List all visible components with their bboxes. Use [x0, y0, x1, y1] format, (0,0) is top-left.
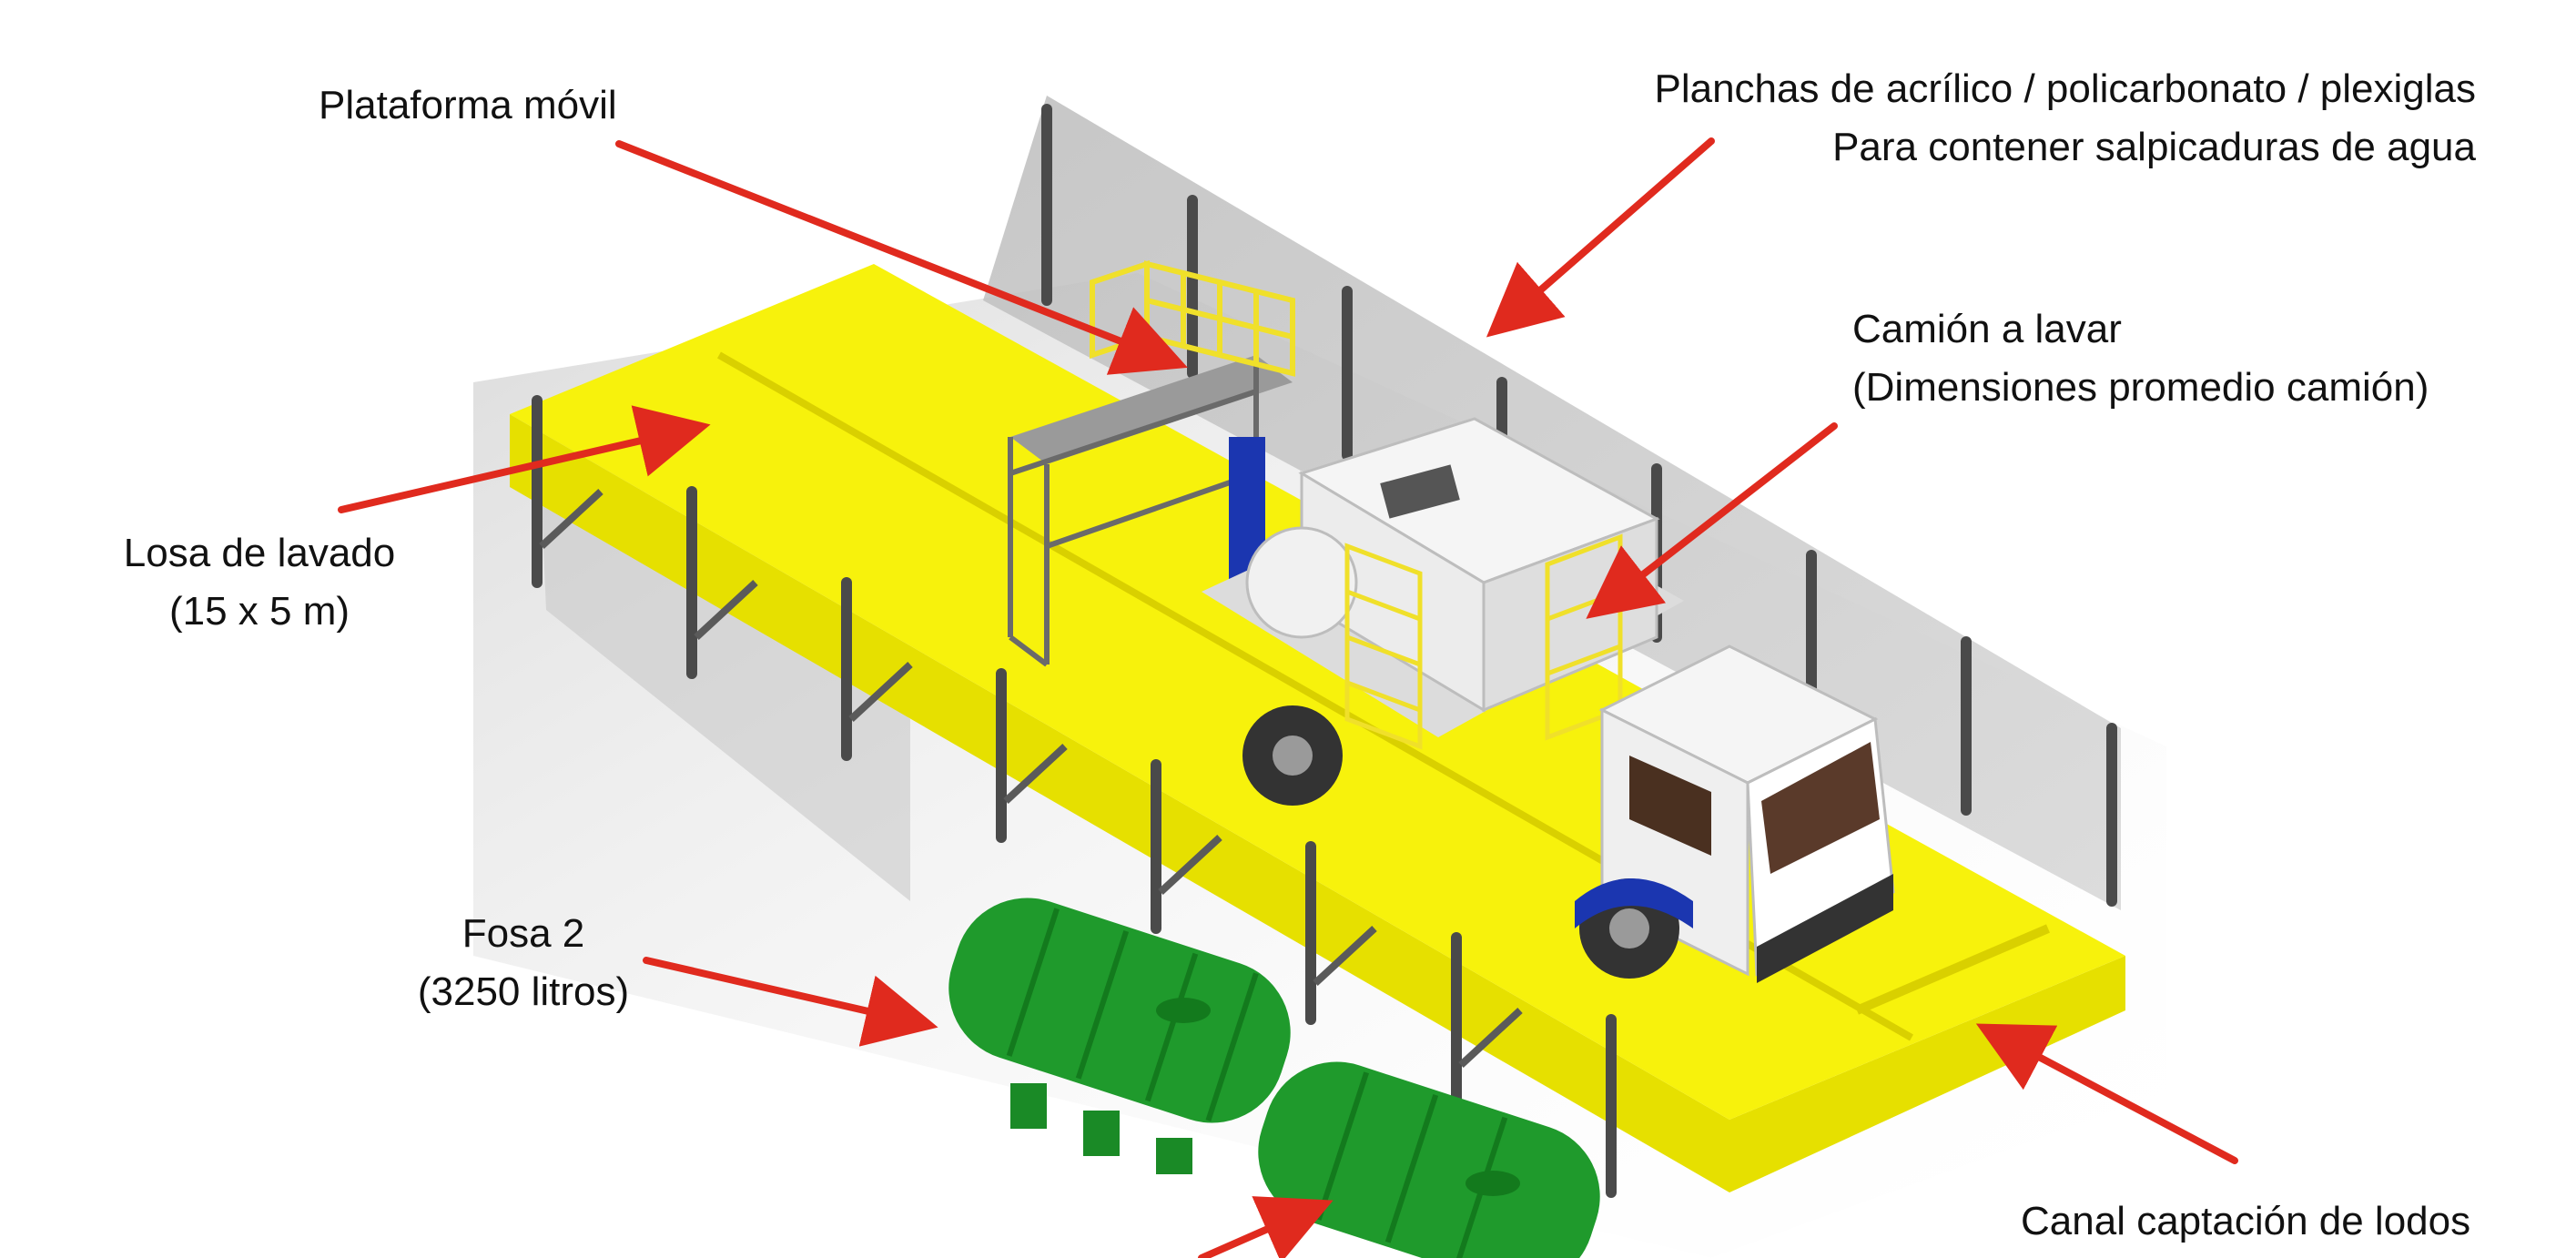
fosa-tank-1	[948, 898, 1291, 1174]
post-braces	[539, 489, 1523, 1068]
arrow-losa	[338, 405, 711, 513]
label-losa: Losa de lavado (15 x 5 m)	[123, 531, 396, 634]
truck-side-window	[1629, 756, 1711, 856]
callout-arrows	[338, 137, 2238, 1258]
label-fosa: Fosa 2 (3250 litros)	[417, 911, 630, 1014]
hose-reel	[1245, 526, 1358, 639]
arrow-camion	[1586, 422, 1838, 619]
arrow-planchas	[1486, 137, 1715, 338]
arrow-canal	[1975, 1023, 2238, 1164]
truck-windshield	[1761, 742, 1880, 874]
label-plataforma: Plataforma móvil	[319, 83, 617, 127]
arrow-fosa	[643, 957, 938, 1047]
fosa-tanks	[948, 898, 1600, 1258]
truck-bumper	[1757, 874, 1893, 983]
truck-fender	[1575, 878, 1693, 928]
tank-hatch	[1380, 464, 1460, 519]
fosa-tank-2	[1258, 1061, 1600, 1258]
arrow-fosa-2	[1198, 1196, 1334, 1258]
label-camion: Camión a lavar (Dimensiones promedio cam…	[1852, 307, 2429, 410]
truck	[1202, 417, 1895, 983]
front-posts	[532, 395, 1617, 1198]
label-canal: Canal captación de lodos	[2021, 1199, 2471, 1243]
label-planchas: Planchas de acrílico / policarbonato / p…	[1654, 66, 2476, 169]
back-posts	[1041, 104, 2117, 907]
platform-deck	[1010, 355, 1293, 464]
arrow-plataforma	[615, 140, 1188, 375]
sludge-channel	[1855, 924, 2050, 1015]
